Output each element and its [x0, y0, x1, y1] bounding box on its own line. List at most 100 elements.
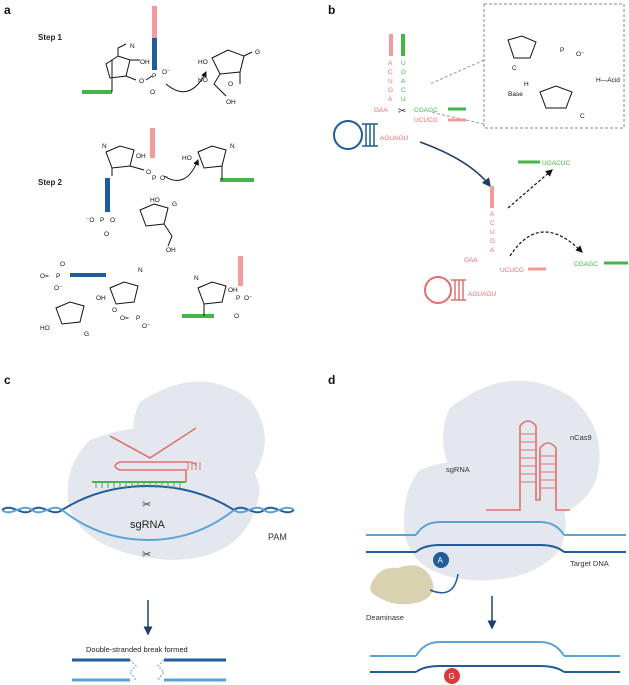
- svg-text:OH: OH: [226, 99, 236, 106]
- dna-right: [233, 506, 295, 514]
- svg-text:O: O: [104, 231, 109, 238]
- step1-left-ribose: N OH O P O⁻ O: [82, 6, 207, 96]
- sgrna-scaffold: [114, 461, 197, 482]
- mechanism-inset: [483, 3, 625, 129]
- base-a-label: A: [438, 556, 444, 565]
- edited-dna: [370, 641, 620, 673]
- svg-text:G: G: [490, 238, 495, 245]
- svg-text:OH: OH: [140, 59, 150, 66]
- svg-text:O: O: [110, 217, 115, 224]
- svg-text:N: N: [138, 267, 143, 274]
- product-5prime-fragment: N OH P O⁻ O: [182, 256, 253, 320]
- svg-text:N: N: [102, 143, 107, 150]
- base-a-marker: [433, 552, 449, 568]
- base-g-marker: [444, 668, 460, 684]
- pink-strand-bar: [152, 6, 157, 40]
- svg-text:G: G: [401, 69, 406, 76]
- product-stem-red-nts: A C U G A: [490, 211, 495, 254]
- product-green-2: CGAGC: [574, 261, 598, 268]
- svg-text:O: O: [60, 261, 65, 268]
- svg-text:HO: HO: [198, 59, 208, 66]
- deaminase-blob: [370, 565, 434, 605]
- base-g-label: G: [449, 672, 455, 681]
- panel-d: d nCas9 sgRNA A Target DNA Deaminase: [328, 373, 626, 684]
- svg-text:O: O: [139, 78, 144, 85]
- product-green-1: UGACUC: [542, 160, 570, 167]
- dna-left: [1, 506, 63, 514]
- svg-text:O⁻: O⁻: [244, 295, 253, 302]
- scissors-icon: ✂: [142, 549, 151, 561]
- target-dna-label: Target DNA: [570, 559, 609, 568]
- svg-text:C: C: [512, 65, 517, 72]
- step1-label: Step 1: [38, 33, 63, 42]
- inset-mechanism: P O⁻ H Base H—Acid C C: [507, 35, 620, 120]
- panel-a: a Step 1 Step 2 N OH O P O⁻ O G HO HO: [4, 3, 260, 338]
- sgrna-label-c: sgRNA: [130, 519, 166, 531]
- deaminase-label: Deaminase: [366, 613, 404, 622]
- svg-text:UCUCG: UCUCG: [500, 267, 524, 274]
- svg-text:C: C: [490, 220, 495, 227]
- step1-right-ribose: G HO HO O OH: [198, 49, 260, 106]
- sgrna-hairpins: [486, 420, 570, 511]
- svg-text:N: N: [130, 43, 135, 50]
- svg-text:O⁻: O⁻: [162, 69, 171, 76]
- loop-red-nts: GAA: [374, 107, 388, 114]
- svg-text:U: U: [401, 96, 406, 103]
- svg-text:U: U: [401, 60, 406, 67]
- seq-green-1: CGAGC: [414, 107, 438, 114]
- svg-text:O: O: [228, 81, 233, 88]
- svg-text:C: C: [401, 87, 406, 94]
- scissors-icon: ✂: [142, 499, 151, 511]
- svg-text:⁻O: ⁻O: [86, 217, 95, 224]
- ncas9-label: nCas9: [570, 433, 592, 442]
- svg-text:P: P: [560, 47, 564, 54]
- svg-text:O: O: [234, 313, 239, 320]
- svg-text:U: U: [388, 78, 393, 85]
- svg-text:O=: O=: [40, 273, 49, 280]
- scissors-icon: ✂: [398, 106, 406, 117]
- svg-text:Base: Base: [508, 91, 523, 98]
- svg-text:O=: O=: [120, 315, 129, 322]
- svg-text:HO: HO: [40, 325, 50, 332]
- panel-b-label: b: [328, 3, 335, 17]
- svg-text:U: U: [490, 229, 495, 236]
- svg-text:O: O: [112, 307, 117, 314]
- svg-text:A: A: [490, 211, 495, 218]
- svg-text:O⁻: O⁻: [160, 175, 169, 182]
- panel-c-label: c: [4, 373, 11, 387]
- svg-text:A: A: [490, 247, 495, 254]
- hairpin-stem-blue: [362, 123, 378, 147]
- pam-label: PAM: [268, 532, 287, 542]
- ncas9-lobe-main: [403, 460, 566, 581]
- svg-text:O: O: [150, 89, 155, 96]
- seq-red-1: UCUCG: [414, 117, 438, 124]
- svg-text:G: G: [255, 49, 260, 56]
- panel-a-label: a: [4, 3, 11, 17]
- svg-text:O⁻: O⁻: [576, 51, 585, 58]
- svg-text:O: O: [146, 169, 151, 176]
- step2-label: Step 2: [38, 178, 63, 187]
- nontarget-strand: [61, 509, 235, 542]
- svg-text:G: G: [84, 331, 89, 338]
- svg-text:OH: OH: [96, 295, 106, 302]
- svg-text:OH: OH: [166, 247, 176, 254]
- broken-dna: [72, 658, 226, 682]
- svg-text:OH: OH: [228, 287, 238, 294]
- target-strand: [61, 484, 235, 511]
- svg-text:A: A: [401, 78, 406, 85]
- svg-text:A: A: [388, 96, 393, 103]
- svg-text:C: C: [388, 69, 393, 76]
- rna-loop-red: [424, 276, 452, 304]
- svg-text:C: C: [580, 113, 585, 120]
- bottom-red-1: AGUAGU: [380, 135, 408, 142]
- svg-text:O⁻: O⁻: [142, 323, 151, 330]
- svg-text:AGUAGU: AGUAGU: [468, 291, 496, 298]
- step2-complex: N OH O P O⁻ HO N HO G ⁻O P O O OH: [86, 128, 254, 254]
- svg-text:P: P: [136, 315, 140, 322]
- svg-text:N: N: [230, 143, 235, 150]
- blue-strand-bar: [152, 38, 157, 70]
- svg-text:HO: HO: [198, 77, 208, 84]
- rna-loop-blue: [333, 120, 363, 150]
- svg-text:OH: OH: [136, 153, 146, 160]
